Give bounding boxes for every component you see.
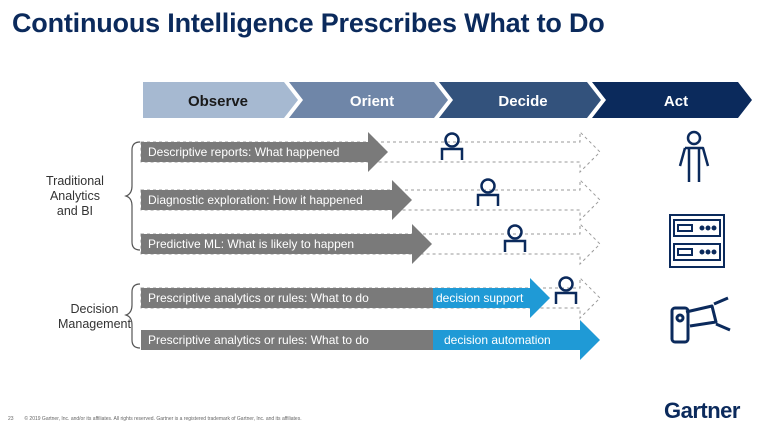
stage-chevron	[592, 82, 752, 118]
stage-chevron	[439, 82, 601, 118]
brace-decision	[124, 283, 141, 349]
copyright-text: © 2019 Gartner, Inc. and/or its affiliat…	[24, 416, 302, 422]
stage-label: Orient	[350, 93, 394, 110]
row-extension-decision-automation: decision automation	[444, 333, 551, 347]
arrow-prescriptive-support	[141, 278, 550, 318]
group-label-decision: Decision Management	[58, 302, 131, 331]
stage-observe: Observe	[143, 82, 298, 118]
arrow-predictive	[141, 224, 432, 264]
person-icon	[554, 276, 578, 304]
dashed-arrow-row-1	[140, 130, 601, 174]
robot-arm-icon	[670, 296, 731, 344]
standing-person-icon	[678, 130, 710, 182]
arrow-gray-segment	[141, 330, 433, 350]
gartner-logo: Gartner	[664, 398, 740, 423]
stage-decide: Decide	[439, 82, 601, 118]
arrow-blue-segment	[433, 278, 550, 318]
server-rack-icon	[669, 214, 725, 268]
footer: 23 © 2019 Gartner, Inc. and/or its affil…	[8, 416, 302, 422]
group-label-traditional: Traditional Analytics and BI	[46, 174, 104, 218]
row-label-prescriptive-automation: Prescriptive analytics or rules: What to…	[148, 333, 369, 347]
arrow-descriptive	[141, 132, 388, 172]
row-label-predictive: Predictive ML: What is likely to happen	[148, 237, 355, 251]
dashed-arrow-row-3	[140, 222, 601, 266]
stage-act: Act	[592, 82, 752, 118]
person-icon	[440, 132, 464, 160]
arrow-prescriptive-automation	[141, 320, 600, 360]
row-label-diagnostic: Diagnostic exploration: How it happened	[148, 193, 363, 207]
stage-chevron	[143, 82, 298, 118]
stage-label: Observe	[188, 93, 248, 110]
person-icon	[503, 224, 527, 252]
arrow-gray-segment	[141, 288, 433, 308]
stage-orient: Orient	[289, 82, 448, 118]
row-label-prescriptive-support: Prescriptive analytics or rules: What to…	[148, 291, 369, 305]
stage-label: Act	[664, 93, 688, 110]
page-title: Continuous Intelligence Prescribes What …	[12, 8, 605, 38]
brace-traditional	[124, 141, 141, 251]
row-label-descriptive: Descriptive reports: What happened	[148, 145, 340, 159]
arrow-diagnostic	[141, 180, 412, 220]
row-extension-decision-support: decision support	[436, 291, 524, 305]
stage-chevron	[289, 82, 448, 118]
person-icon	[476, 178, 500, 206]
stage-label: Decide	[498, 93, 547, 110]
dashed-arrow-row-2	[140, 178, 601, 222]
arrow-blue-segment	[433, 320, 600, 360]
page-number: 23	[8, 416, 14, 422]
dashed-arrow-row-4	[140, 276, 601, 320]
